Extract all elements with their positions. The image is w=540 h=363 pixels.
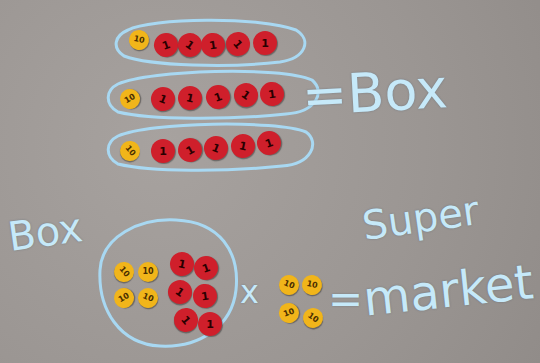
counter-value: 1 [267, 88, 276, 100]
counter-value: 10 [133, 35, 146, 45]
counter-value: 10 [123, 93, 137, 105]
one-counter: 1 [203, 82, 234, 113]
counter-value: 1 [201, 262, 212, 275]
ten-counter: 10 [135, 285, 161, 311]
counter-value: 10 [282, 307, 295, 318]
counter-value: 10 [141, 292, 154, 304]
ten-counter: 10 [276, 300, 302, 326]
counter-value: 1 [261, 38, 269, 49]
one-counter: 1 [151, 139, 175, 163]
counter-value: 1 [157, 92, 168, 105]
ten-counter: 10 [110, 258, 138, 286]
handwritten-label: market [361, 257, 535, 323]
equals-sign: = [328, 278, 363, 320]
ten-counter: 10 [138, 262, 158, 282]
ten-counter: 10 [116, 137, 144, 165]
one-counter: 1 [191, 282, 218, 309]
one-counter: 1 [199, 31, 226, 58]
counter-value: 1 [179, 314, 192, 327]
one-counter: 1 [168, 250, 196, 278]
counter-value: 1 [184, 143, 196, 156]
one-counter: 1 [229, 132, 257, 160]
ten-counter: 10 [299, 304, 327, 332]
counter-value: 1 [174, 285, 187, 298]
counter-value: 10 [306, 280, 319, 290]
one-counter: 1 [229, 78, 262, 111]
ten-counter: 10 [300, 273, 324, 297]
one-counter: 1 [163, 275, 196, 308]
counter-value: 1 [208, 39, 217, 51]
one-counter: 1 [147, 83, 178, 114]
counter-value: 1 [206, 319, 214, 330]
counter-value: 1 [184, 38, 197, 51]
handwritten-label: =Box [301, 62, 449, 124]
one-counter: 1 [258, 80, 285, 107]
counter-value: 1 [264, 137, 275, 150]
counter-value: 1 [200, 290, 209, 302]
counter-value: 1 [185, 92, 195, 104]
counter-value: 1 [238, 140, 248, 152]
counter-value: 1 [210, 141, 221, 154]
one-counter: 1 [174, 134, 207, 167]
ten-counter: 10 [110, 284, 137, 311]
one-counter: 1 [254, 128, 285, 159]
one-counter: 1 [253, 31, 277, 55]
counter-value: 1 [161, 39, 172, 52]
row-loop [108, 124, 312, 170]
counter-value: 10 [117, 292, 131, 304]
handwritten-label: Super [360, 190, 482, 246]
one-counter: 1 [198, 312, 222, 336]
counter-value: 1 [177, 258, 187, 270]
counter-value: 10 [142, 268, 153, 276]
one-counter: 1 [200, 132, 231, 163]
handwritten-label: Box [6, 207, 85, 257]
counter-value: 1 [240, 88, 253, 101]
counter-value: 1 [231, 38, 244, 51]
row-loop [116, 20, 305, 65]
counter-value: 10 [306, 312, 320, 325]
counter-value: 10 [282, 279, 295, 291]
box-loop [100, 220, 237, 346]
counter-value: 1 [159, 146, 167, 157]
one-counter: 1 [176, 84, 204, 112]
row-loop [108, 71, 318, 118]
counter-value: 10 [117, 265, 130, 279]
ten-counter: 10 [116, 85, 143, 112]
multiply-sign: x [240, 276, 259, 308]
one-counter: 1 [221, 27, 255, 61]
ten-counter: 10 [127, 28, 151, 52]
counter-value: 1 [213, 91, 224, 104]
counter-value: 10 [123, 144, 136, 158]
one-counter: 1 [191, 253, 222, 284]
ten-counter: 10 [276, 272, 302, 298]
